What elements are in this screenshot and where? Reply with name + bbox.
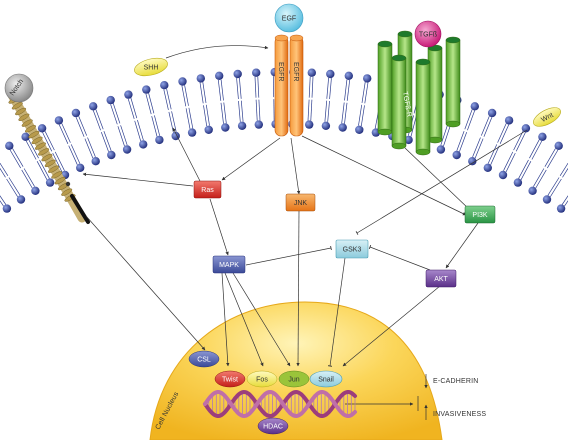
arrow-pi3k-akt: [445, 222, 479, 269]
arrow-mapk-fos: [224, 272, 264, 367]
akt-label: AKT: [434, 276, 448, 283]
arrow-shh-egfr: [165, 45, 269, 59]
arrow-egfr-pi3k: [301, 135, 467, 216]
tgfb-ligand: TGFß: [414, 20, 442, 48]
arrow-mapk-twist: [221, 272, 230, 367]
ras-box: Ras: [193, 180, 222, 199]
jun-factor: Jun: [278, 370, 310, 388]
tgfb-receptor: [377, 30, 461, 156]
shh-ligand: SHH: [134, 57, 168, 77]
snail-factor: Snail: [309, 370, 343, 388]
hdac-label: HDAC: [263, 424, 283, 431]
twist-factor: Twist: [214, 370, 246, 388]
arrow-jnk-jun: [296, 209, 300, 367]
gsk3-box: GSK3: [335, 239, 369, 259]
arrow-egfr-ras: [221, 137, 281, 181]
dna-helix: [203, 389, 357, 419]
arrow-ras-notch: [82, 172, 194, 187]
wnt-ligand: Wnt: [533, 107, 561, 127]
csl-label: CSL: [197, 357, 211, 364]
arrow-egfr-jnk: [290, 137, 301, 195]
inhibit-wnt-gsk3: [355, 129, 528, 236]
shh-label: SHH: [144, 65, 159, 72]
ras-label: Ras: [201, 187, 214, 194]
invasiveness-label: INVASIVENESS: [433, 411, 486, 418]
mapk-label: MAPK: [219, 262, 239, 269]
ecadherin-label: E-CADHERIN: [433, 378, 479, 385]
arrow-ras-mapk: [209, 198, 229, 256]
egfr-left-label: EGFR: [277, 62, 284, 81]
arrow-mapk-jun: [232, 272, 291, 367]
pi3k-box: PI3K: [464, 205, 496, 224]
fos-label: Fos: [256, 377, 268, 384]
pathway-arrows: [82, 45, 528, 420]
notch-receptor: Notch: [4, 73, 90, 224]
egfr-right-label: EGFR: [292, 62, 299, 81]
egfr-receptor: EGFR EGFR: [274, 34, 304, 137]
tgfbr-label: TGFß-R: [401, 91, 412, 117]
arrow-notch-csl: [85, 215, 206, 351]
akt-box: AKT: [425, 269, 457, 288]
inhibit-gsk3-snail: [327, 257, 346, 367]
jnk-box: JNK: [285, 193, 316, 212]
tgfb-label: TGFß: [419, 32, 437, 39]
jnk-label: JNK: [294, 200, 308, 207]
csl-factor: CSL: [188, 350, 220, 368]
twist-label: Twist: [222, 377, 238, 384]
arrow-tgfr-pi3k: [404, 147, 471, 211]
mapk-box: MAPK: [212, 255, 246, 274]
inhibit-akt-gsk3: [368, 244, 431, 271]
egf-label: EGF: [282, 16, 296, 23]
hdac-factor: HDAC: [257, 417, 289, 435]
snail-label: Snail: [318, 377, 334, 384]
arrow-ras-shh: [172, 127, 202, 184]
jun-label: Jun: [288, 377, 299, 384]
arrow-akt-snail: [342, 285, 441, 367]
inhibit-mapk-gsk3: [245, 245, 332, 266]
egf-ligand: EGF: [274, 3, 304, 33]
fos-factor: Fos: [246, 370, 278, 388]
pi3k-label: PI3K: [472, 212, 488, 219]
gsk3-label: GSK3: [343, 247, 362, 254]
